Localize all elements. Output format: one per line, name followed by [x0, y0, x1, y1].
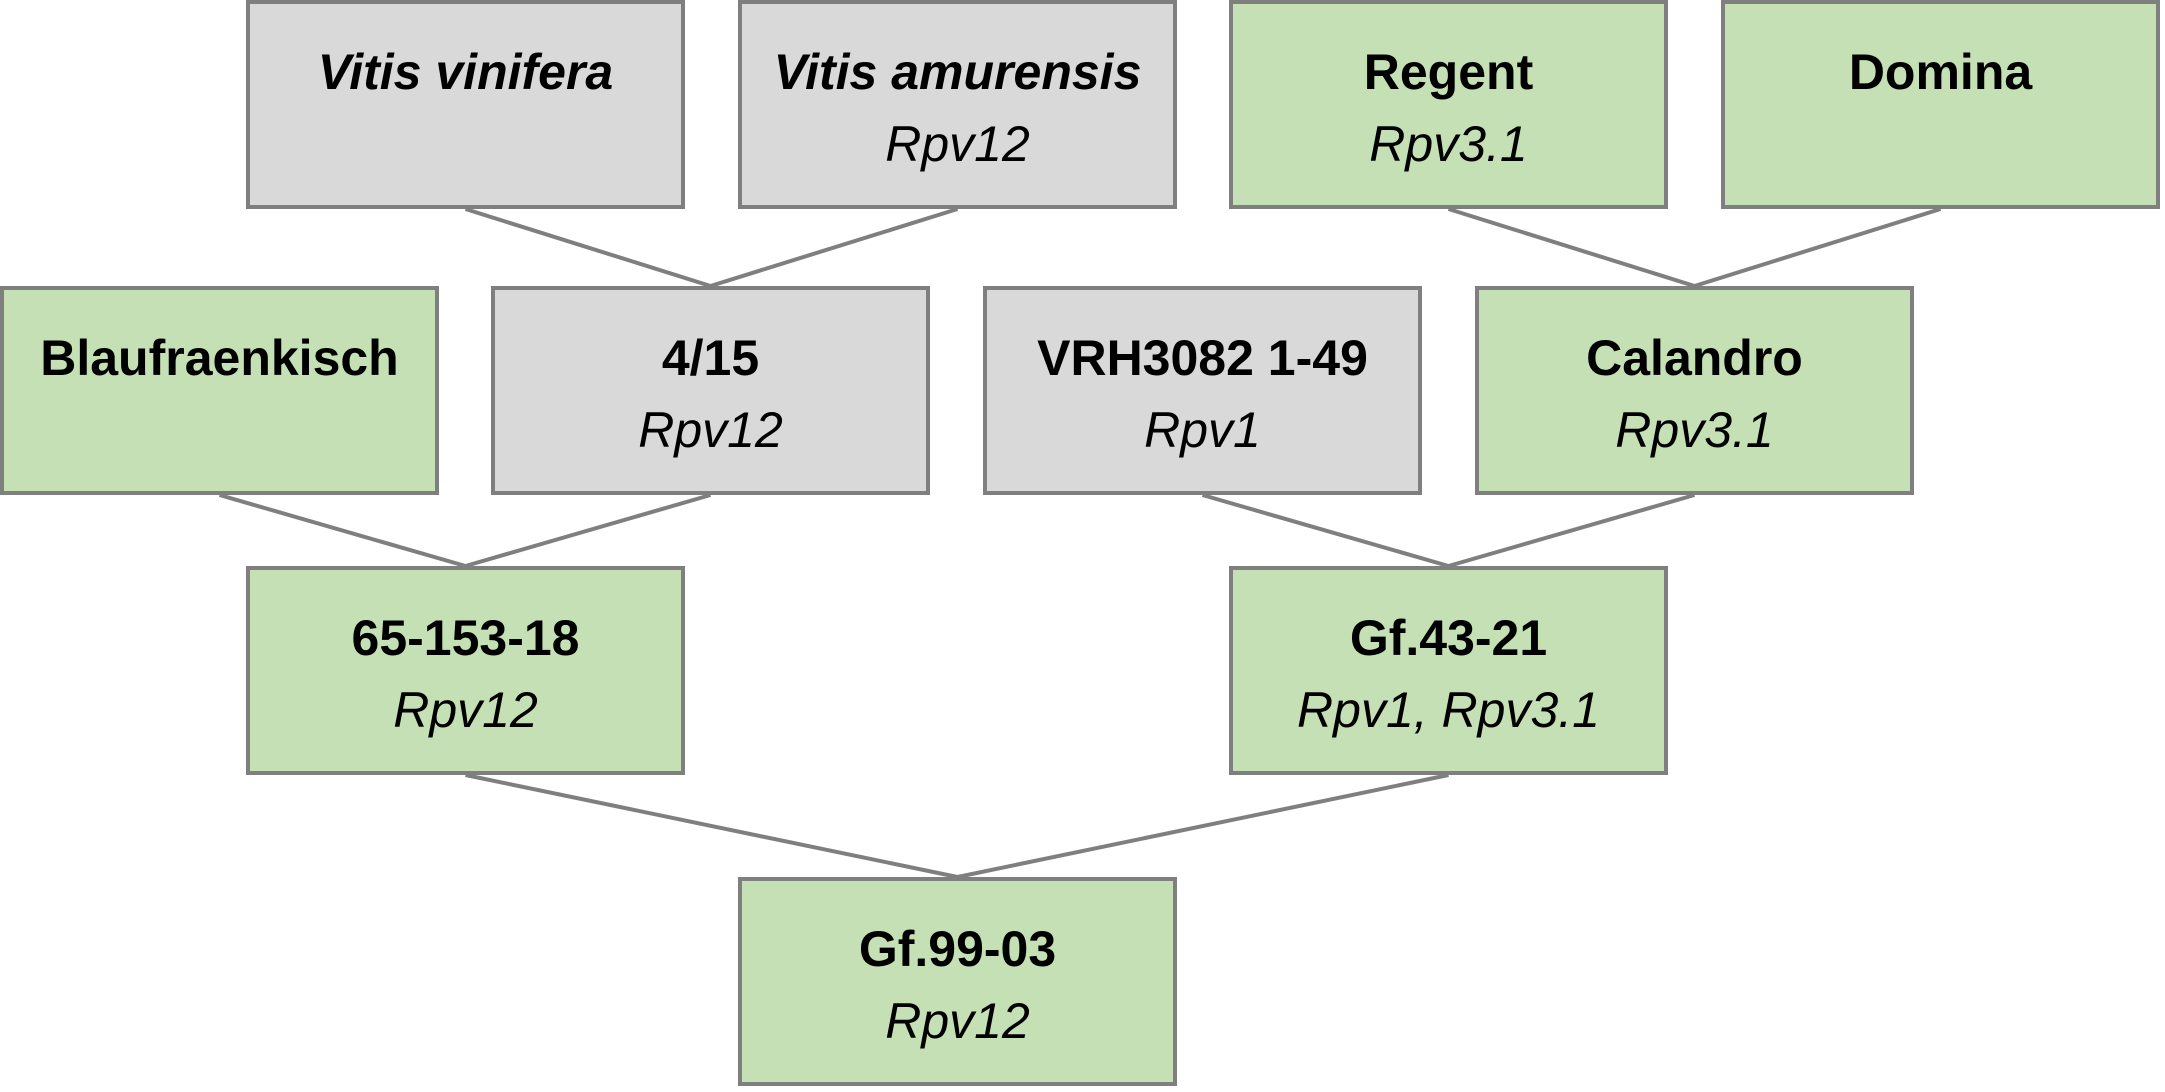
connector-vitis_vinifera-to-n4_15	[464, 207, 712, 288]
node-calandro: Calandro Rpv3.1	[1475, 286, 1914, 495]
node-resistance-locus: Rpv12	[885, 993, 1030, 1049]
node-resistance-locus: Rpv1, Rpv3.1	[1297, 682, 1600, 738]
node-gf-43-21: Gf.43-21 Rpv1, Rpv3.1	[1229, 566, 1668, 775]
node-4-15: 4/15 Rpv12	[491, 286, 930, 495]
connector-gf43_21-to-gf99_03	[957, 773, 1449, 879]
node-resistance-locus: Rpv12	[885, 116, 1030, 172]
connector-domina-to-calandro	[1693, 207, 1942, 288]
connector-blaufraenkisch-to-n65_153_18	[218, 493, 467, 568]
node-resistance-locus: Rpv12	[393, 682, 538, 738]
connector-vrh3082-to-gf43_21	[1201, 493, 1450, 568]
connector-regent-to-calandro	[1447, 207, 1696, 288]
node-vitis-vinifera: Vitis vinifera	[246, 0, 685, 209]
node-65-153-18: 65-153-18 Rpv12	[246, 566, 685, 775]
connector-n4_15-to-n65_153_18	[464, 493, 712, 568]
node-name: Blaufraenkisch	[40, 330, 399, 386]
connector-vitis_amurensis-to-n4_15	[709, 207, 959, 288]
node-name: Vitis amurensis	[773, 44, 1142, 100]
node-blaufraenkisch: Blaufraenkisch	[0, 286, 439, 495]
node-name: Gf.43-21	[1349, 610, 1548, 666]
node-gf-99-03: Gf.99-03 Rpv12	[738, 877, 1177, 1086]
node-name: VRH3082 1-49	[1037, 330, 1368, 386]
node-vrh3082-1-49: VRH3082 1-49 Rpv1	[983, 286, 1422, 495]
node-vitis-amurensis: Vitis amurensis Rpv12	[738, 0, 1177, 209]
node-name: Vitis vinifera	[317, 44, 614, 100]
node-name: 65-153-18	[351, 610, 580, 666]
node-resistance-locus: Rpv12	[638, 402, 783, 458]
connector-n65_153_18-to-gf99_03	[465, 773, 958, 879]
node-name: Gf.99-03	[858, 921, 1057, 977]
node-resistance-locus: Rpv3.1	[1615, 402, 1774, 458]
node-name: Domina	[1848, 44, 2033, 100]
node-name: 4/15	[661, 330, 760, 386]
connector-calandro-to-gf43_21	[1447, 493, 1696, 568]
node-resistance-locus: Rpv1	[1144, 402, 1261, 458]
node-regent: Regent Rpv3.1	[1229, 0, 1668, 209]
node-resistance-locus: Rpv3.1	[1369, 116, 1528, 172]
node-domina: Domina	[1721, 0, 2160, 209]
node-name: Regent	[1363, 44, 1534, 100]
node-name: Calandro	[1586, 330, 1803, 386]
